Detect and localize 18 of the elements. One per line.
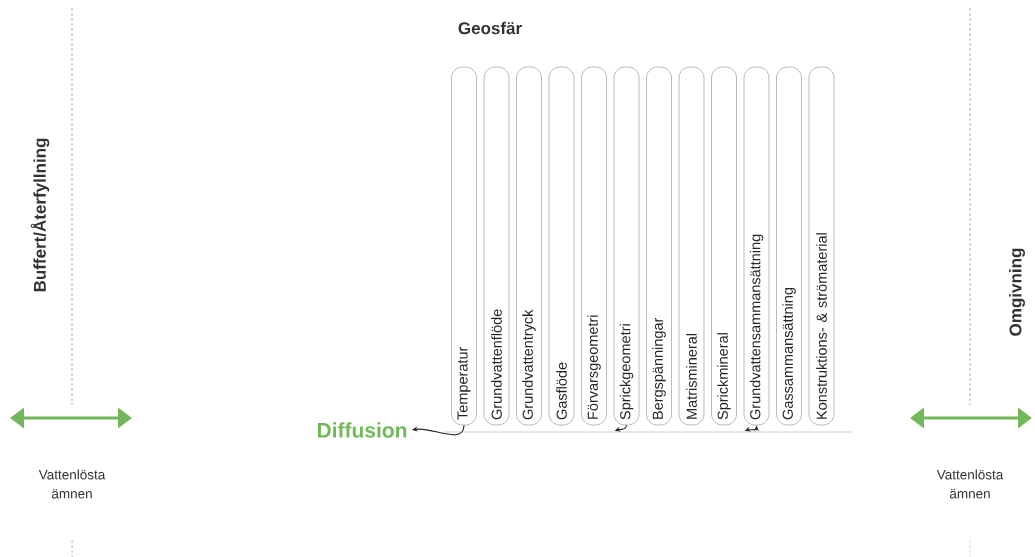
parameter-pill: Gassammansättning xyxy=(776,66,802,426)
diffusion-label: Diffusion xyxy=(317,422,407,438)
side-heading: Omgivning xyxy=(1009,248,1025,336)
heading: Geosfär xyxy=(458,21,522,35)
parameter-pill: Bergspänningar xyxy=(646,66,672,426)
parameter-pill: Grundvattensammansättning xyxy=(743,66,770,426)
substance-label: Vattenlösta ämnen xyxy=(38,469,106,499)
parameter-pill: Temperatur xyxy=(451,66,477,426)
parameter-pill: Matrismineral xyxy=(678,66,705,426)
parameter-pill: Gasflöde xyxy=(548,66,575,426)
parameter-pill: Konstruktions- & strömaterial xyxy=(808,66,835,426)
substance-label: Vattenlösta ämnen xyxy=(936,469,1004,499)
side-heading: Buffert/Återfyllning xyxy=(30,138,50,292)
parameter-pill: Sprickmineral xyxy=(711,66,737,426)
parameter-pill: Grundvattenflöde xyxy=(483,66,510,426)
parameter-pill: Sprickgeometri xyxy=(613,66,640,426)
parameter-pill: Grundvattentryck xyxy=(516,66,542,426)
parameter-pill: Förvarsgeometri xyxy=(581,66,607,426)
